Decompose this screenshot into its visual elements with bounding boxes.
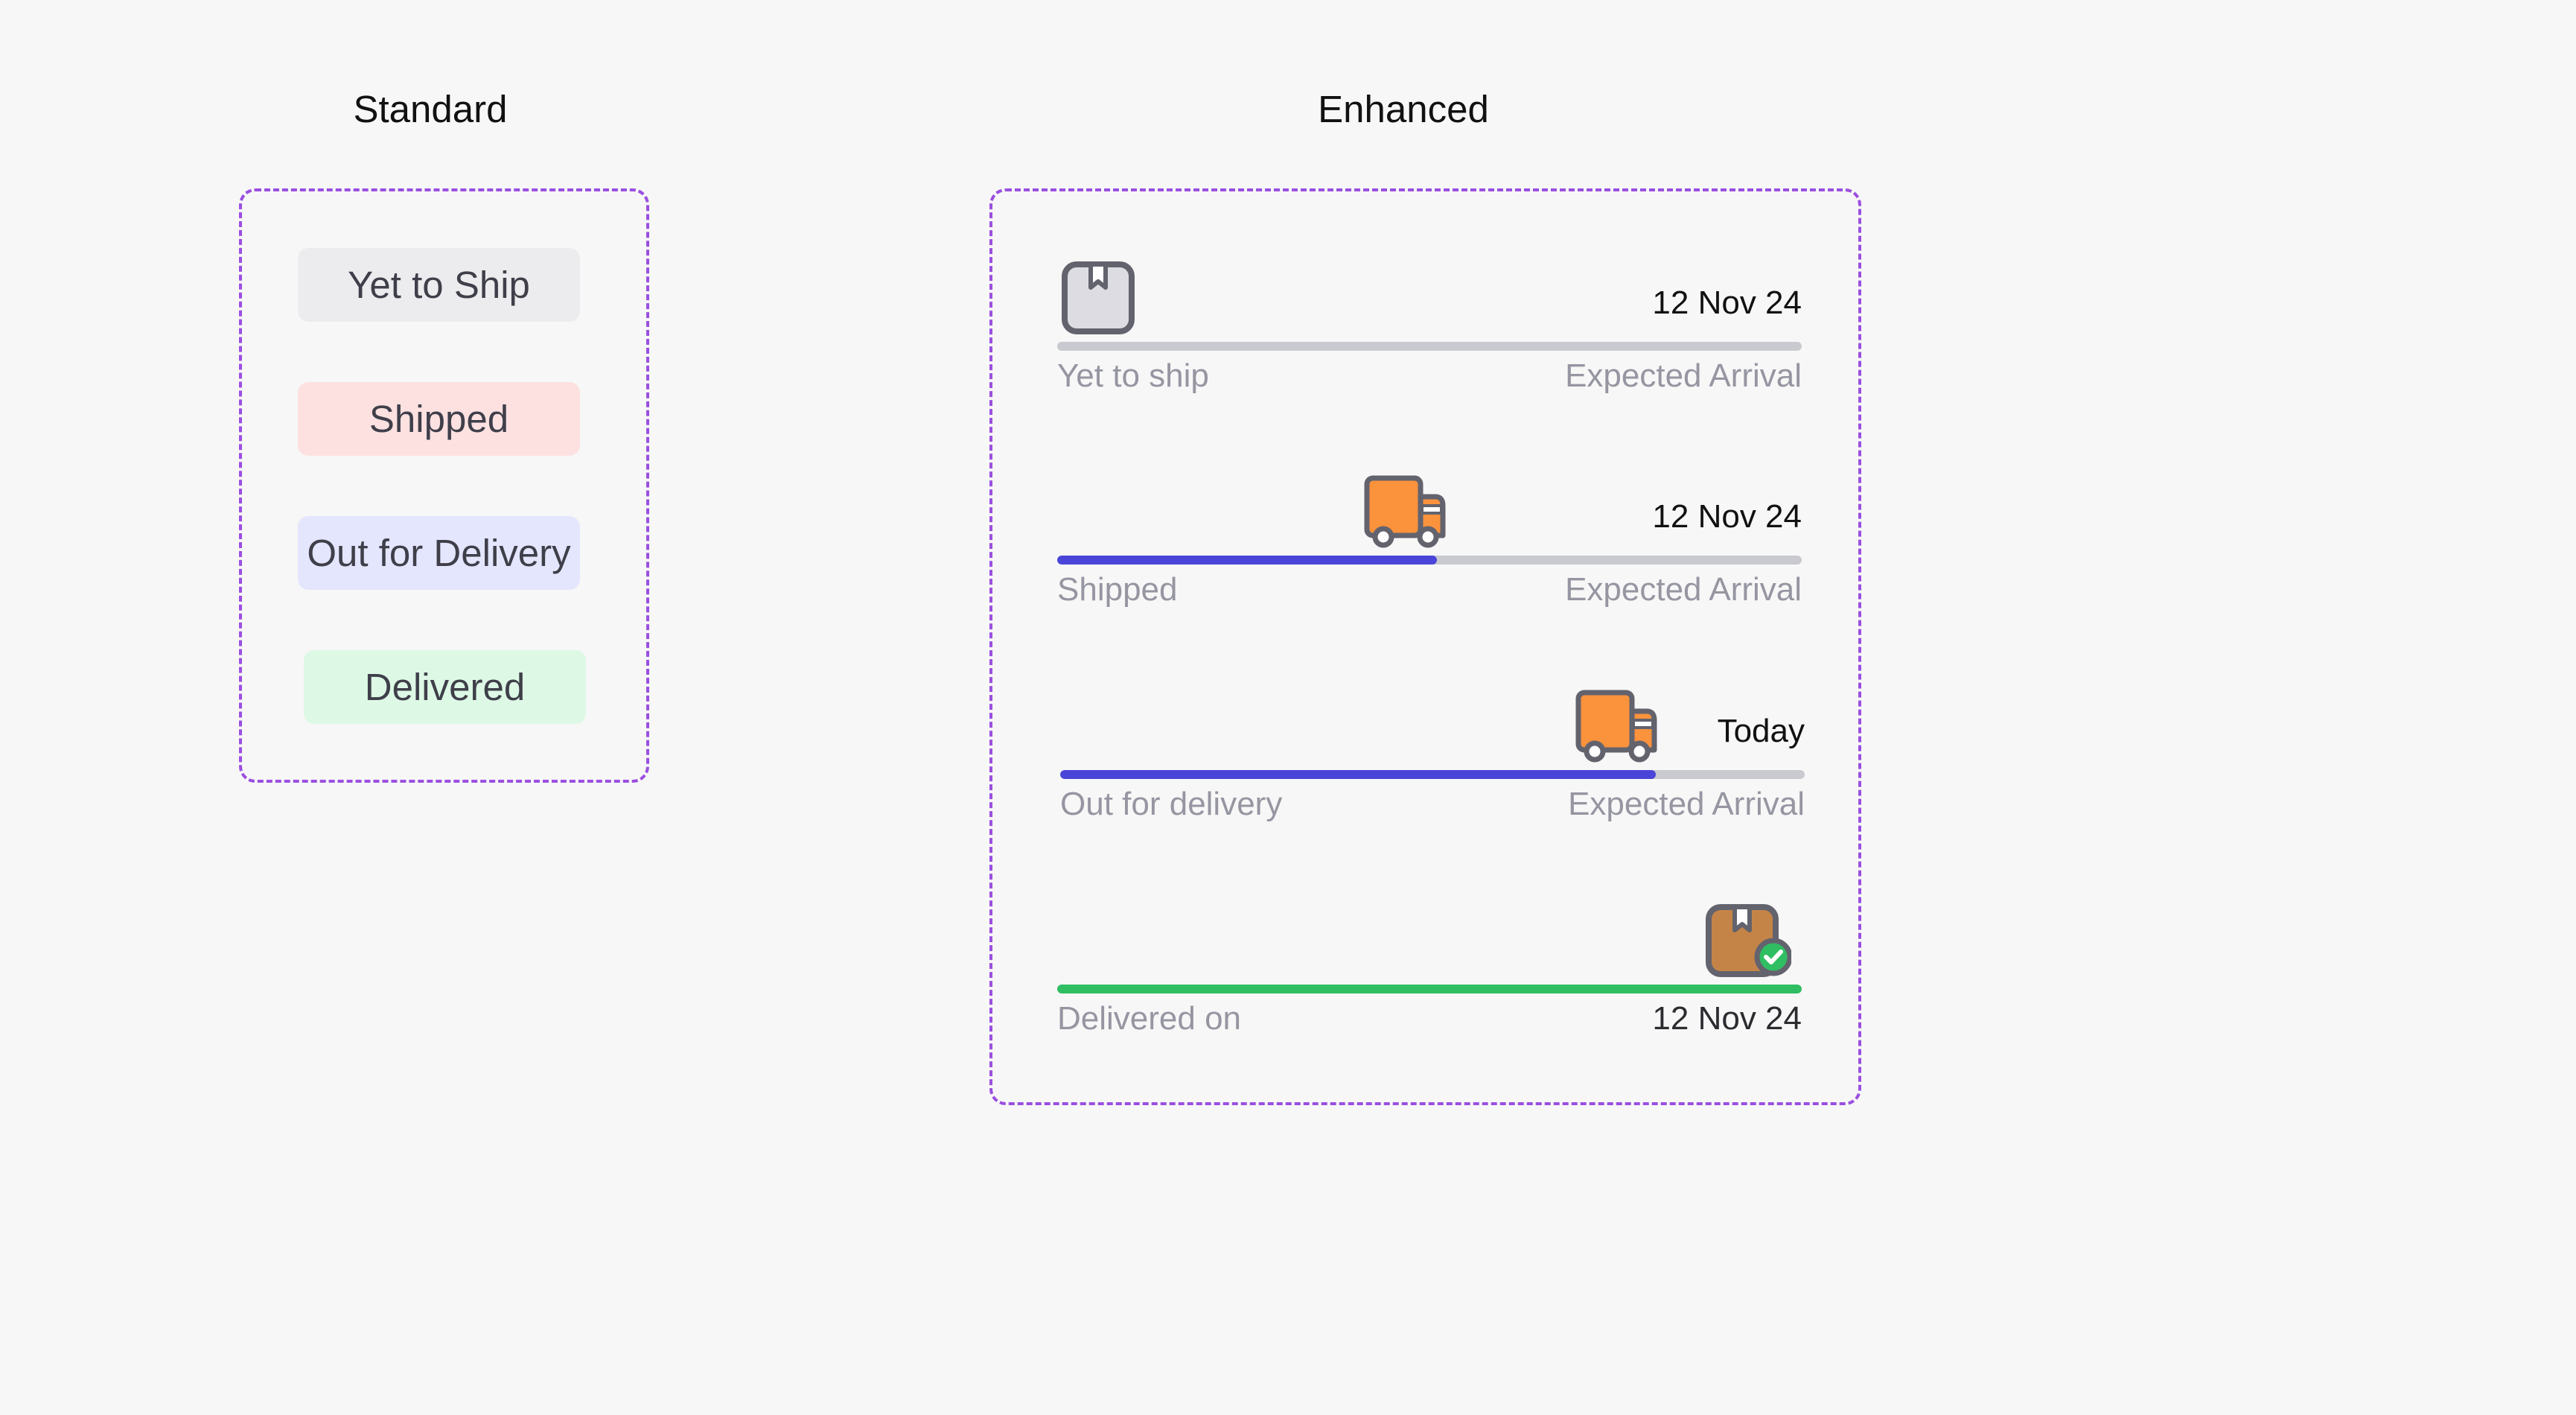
- truck-icon: [1575, 690, 1657, 763]
- standard-title: Standard: [353, 88, 508, 130]
- status-label: Delivered on: [1057, 1000, 1242, 1037]
- progress-fill: [1057, 985, 1802, 993]
- expected-arrival-date: 12 Nov 24: [1652, 498, 1802, 535]
- truck-icon: [1364, 475, 1446, 548]
- expected-arrival-label: Expected Arrival: [1568, 786, 1805, 822]
- expected-arrival-label: Expected Arrival: [1565, 357, 1802, 394]
- progress-fill: [1060, 770, 1656, 779]
- progress-track: [1057, 342, 1802, 351]
- expected-arrival-date: 12 Nov 24: [1652, 284, 1802, 321]
- shipped-badge: Shipped: [298, 382, 580, 456]
- tracker-delivered: Delivered on 12 Nov 24: [1057, 903, 1802, 1082]
- expected-arrival-date: Today: [1717, 713, 1805, 749]
- tracker-yet-to-ship: 12 Nov 24 Yet to ship Expected Arrival: [1057, 261, 1802, 439]
- delivered-badge: Delivered: [304, 650, 586, 724]
- progress-track: [1057, 985, 1802, 993]
- status-label: Yet to ship: [1057, 357, 1209, 394]
- progress-fill: [1057, 556, 1437, 565]
- tracker-shipped: 12 Nov 24 Shipped Expected Arrival: [1057, 474, 1802, 653]
- tracker-out-for-delivery: Today Out for delivery Expected Arrival: [1060, 689, 1805, 868]
- enhanced-trackers-panel: [989, 188, 1861, 1105]
- status-label: Shipped: [1057, 571, 1178, 608]
- status-label: Out for delivery: [1060, 786, 1283, 822]
- delivered-date: 12 Nov 24: [1652, 1000, 1802, 1037]
- progress-track: [1060, 770, 1805, 779]
- enhanced-title: Enhanced: [1318, 88, 1489, 130]
- standard-badges-panel: [239, 188, 649, 783]
- yet-to-ship-badge: Yet to Ship: [298, 248, 580, 322]
- progress-track: [1057, 556, 1802, 565]
- expected-arrival-label: Expected Arrival: [1565, 571, 1802, 608]
- box-icon: [1062, 261, 1135, 334]
- delivered-box-icon: [1706, 904, 1791, 977]
- out-for-delivery-badge: Out for Delivery: [298, 516, 580, 590]
